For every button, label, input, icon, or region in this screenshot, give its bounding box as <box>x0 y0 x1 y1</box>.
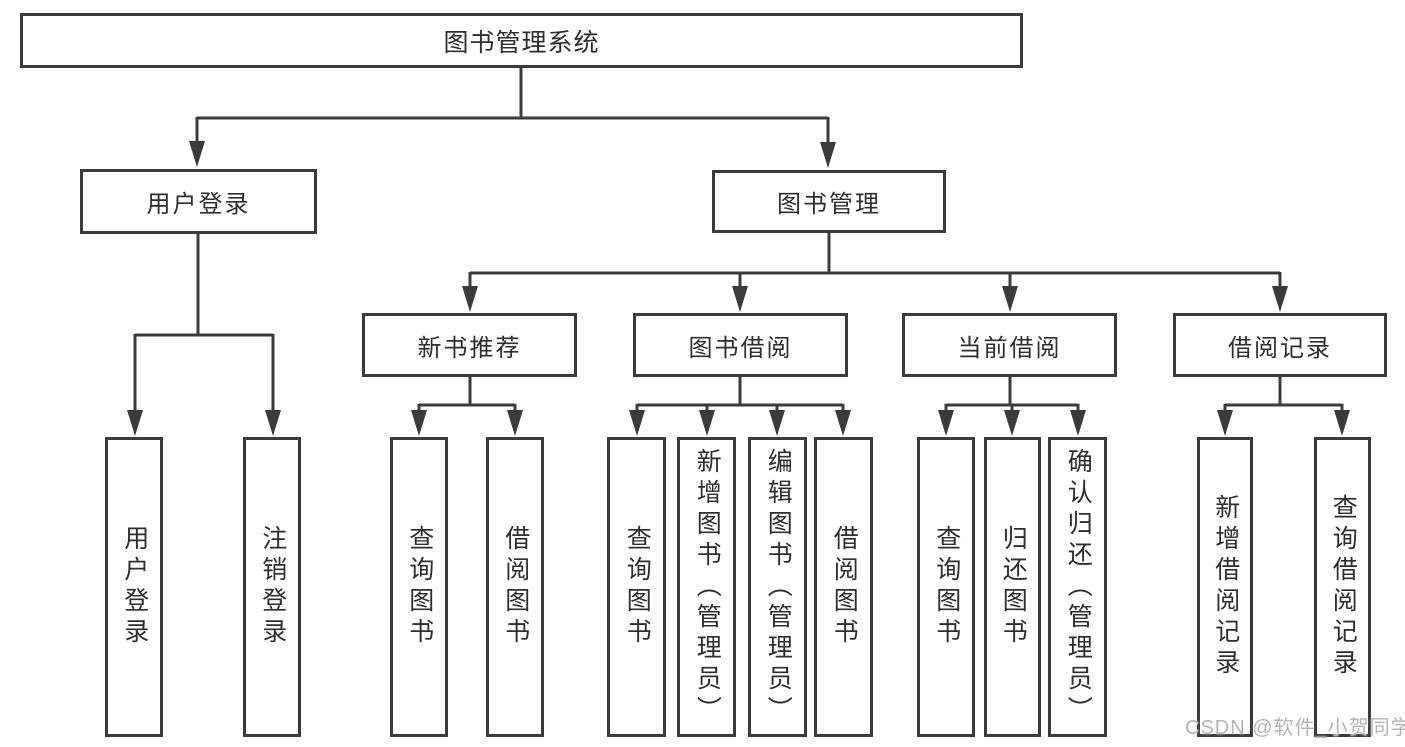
node-leaf-logout-label: 注销登录 <box>258 525 287 649</box>
node-leaf-user-login-label: 用户登录 <box>120 525 149 649</box>
node-leaf-query-record-label: 查询借阅记录 <box>1329 494 1358 680</box>
node-leaf-edit-book: 编辑图书（管理员） <box>748 437 807 737</box>
arrowheads <box>127 141 1350 436</box>
node-leaf-query-book-2-label: 查询图书 <box>623 525 652 649</box>
node-new-book-rec-label: 新书推荐 <box>417 334 522 362</box>
node-leaf-query-book-1: 查询图书 <box>390 437 448 737</box>
node-root: 图书管理系统 <box>20 13 1023 68</box>
node-current-borrow-label: 当前借阅 <box>957 334 1062 362</box>
node-leaf-query-book-1-label: 查询图书 <box>405 525 434 649</box>
node-leaf-return-book: 归还图书 <box>984 437 1041 737</box>
node-root-label: 图书管理系统 <box>443 28 600 57</box>
node-book-borrow: 图书借阅 <box>633 313 848 377</box>
node-leaf-query-book-2: 查询图书 <box>607 437 666 737</box>
node-leaf-add-record: 新增借阅记录 <box>1197 437 1253 737</box>
node-leaf-add-book: 新增图书（管理员） <box>677 437 736 737</box>
node-leaf-query-book-3-label: 查询图书 <box>932 525 961 649</box>
node-book-mgmt-label: 图书管理 <box>777 191 881 218</box>
node-leaf-borrow-book-2-label: 借阅图书 <box>830 525 859 649</box>
node-leaf-confirm-return: 确认归还（管理员） <box>1048 437 1107 737</box>
node-leaf-return-book-label: 归还图书 <box>999 525 1028 649</box>
node-book-mgmt: 图书管理 <box>712 170 946 233</box>
node-borrow-record-label: 借阅记录 <box>1228 334 1332 362</box>
node-book-borrow-label: 图书借阅 <box>688 334 793 362</box>
node-current-borrow: 当前借阅 <box>902 313 1117 377</box>
csdn-watermark: CSDN @软件_小贺同学 <box>1185 717 1405 739</box>
node-leaf-add-record-label: 新增借阅记录 <box>1211 494 1240 680</box>
node-leaf-edit-book-label: 编辑图书（管理员） <box>764 447 793 727</box>
node-user-login-label: 用户登录 <box>146 191 251 218</box>
node-leaf-confirm-return-label: 确认归还（管理员） <box>1064 447 1093 727</box>
node-new-book-rec: 新书推荐 <box>362 313 577 377</box>
node-leaf-logout: 注销登录 <box>243 437 301 737</box>
node-leaf-user-login: 用户登录 <box>105 437 163 737</box>
node-user-login: 用户登录 <box>80 169 317 234</box>
node-leaf-query-record: 查询借阅记录 <box>1314 437 1371 737</box>
node-leaf-query-book-3: 查询图书 <box>917 437 975 737</box>
node-leaf-borrow-book-2: 借阅图书 <box>814 437 873 737</box>
node-borrow-record: 借阅记录 <box>1173 313 1387 377</box>
node-leaf-borrow-book-1: 借阅图书 <box>486 437 544 737</box>
node-leaf-add-book-label: 新增图书（管理员） <box>693 447 722 727</box>
node-leaf-borrow-book-1-label: 借阅图书 <box>501 525 530 649</box>
